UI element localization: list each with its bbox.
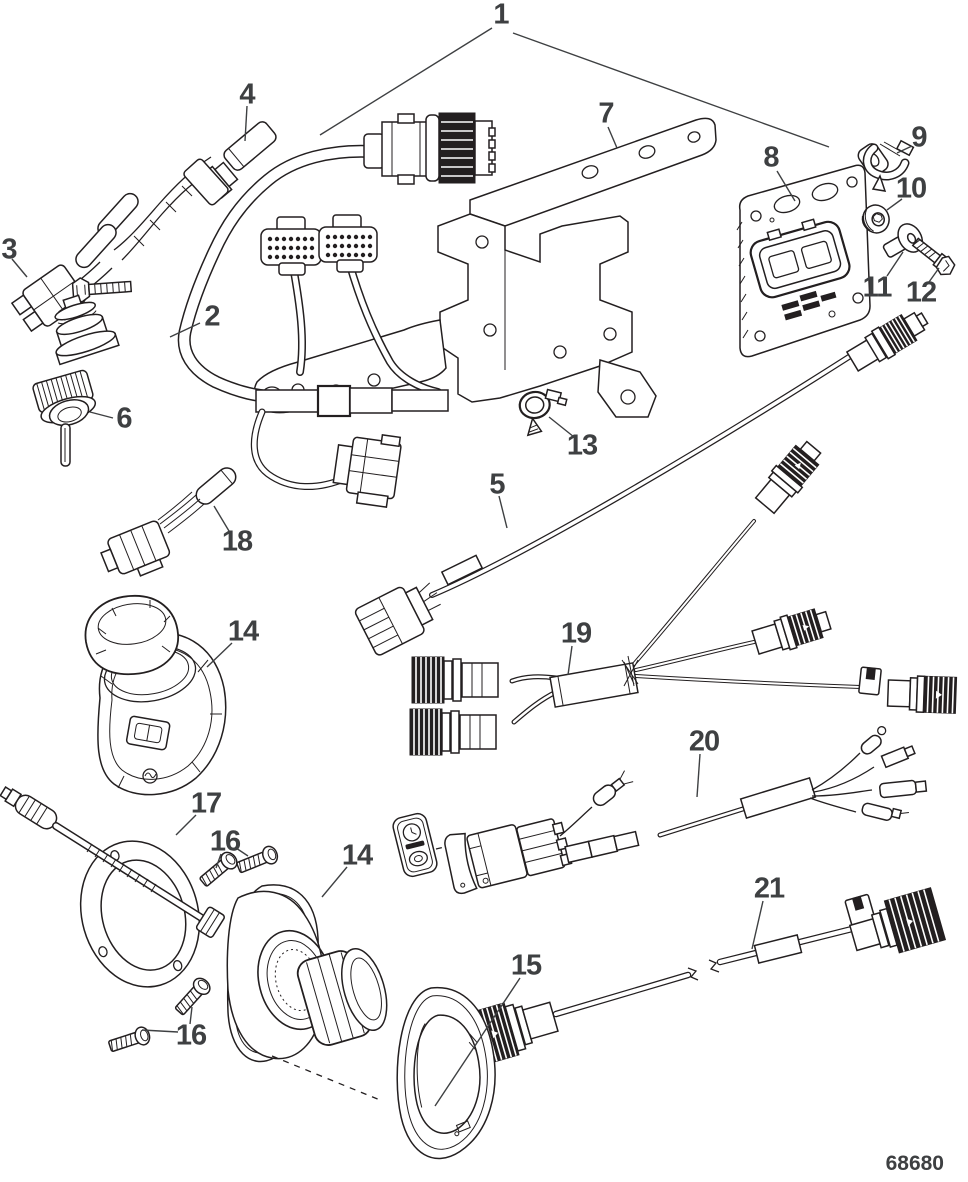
joystick-knob [296,947,388,1046]
part-joystick-side [0,786,388,1063]
estop-key-fob [392,812,438,878]
part-control-module [736,164,871,358]
part-screw-1 [199,851,238,887]
part-y-harness [409,440,958,756]
leader-line-15 [434,977,521,1107]
leader-line-9 [896,145,913,154]
main-harness-end-connector [332,434,402,508]
part-fuel-fitting [183,121,277,206]
leader-line-18 [213,505,230,532]
leader-line-8 [776,170,796,202]
leader-line-11 [886,251,904,277]
y-harness-connector-bottom-left [409,708,497,756]
y-harness-connector-middle [751,608,832,655]
part-cable-clamp [518,388,568,437]
part-key-switch-barrel [54,294,120,366]
part-main-harness [69,112,496,508]
figure-number: 68680 [885,1152,944,1175]
leader-line-3 [11,258,28,278]
part-data-harness [354,311,929,656]
module-connector [749,218,851,321]
leader-line-14 [206,642,233,668]
leader-line-2 [169,322,201,338]
y-harness-connector-upper [754,440,822,515]
extension-connector-left [472,1001,559,1065]
part-gasket [79,840,201,988]
part-extension-harness [472,887,947,1065]
leader-line-16 [235,847,249,857]
part-joystick-cover [396,986,496,1160]
leader-line-5 [498,495,508,529]
main-harness-multipin-connector-left [260,216,322,276]
part-harness-connector-3 [10,264,87,333]
leader-line-21 [751,900,764,950]
leader-line-4 [244,105,248,142]
leader-line-17 [175,814,197,836]
part-pigtail-lead [100,467,237,577]
leader-line-16 [141,1029,179,1033]
part-screw-4 [174,977,211,1016]
part-ignition-knob [32,369,97,467]
leader-line-1 [319,27,493,136]
data-harness-round-connector [845,311,929,372]
estop-connector [516,818,573,877]
part-flange-bolt [911,237,956,276]
main-harness-round-connector [363,112,496,185]
callout-leader-lines [11,27,940,1107]
leader-line-6 [89,411,114,419]
joystick-trim-button [125,715,171,751]
leader-line-12 [928,267,940,283]
y-harness-connector-right [886,675,958,714]
part-grommet [861,204,890,234]
part-mounting-bracket [253,117,717,418]
leader-line-19 [567,645,573,676]
leader-line-7 [607,126,618,149]
part-lanyard-stop-harness [392,726,928,895]
main-harness-sleeve [255,384,449,418]
part-hex-bolt [71,277,133,303]
leader-line-13 [548,416,575,438]
part-joystick-upright [84,595,227,796]
y-harness-connector-top-left [411,656,499,704]
part-p-clamp [857,139,915,192]
leader-line-14 [321,866,348,898]
data-harness-multipin-connector [354,582,441,656]
part-screw-2 [236,845,279,874]
leader-line-10 [886,198,903,211]
leader-line-1 [512,32,830,148]
extension-connector-right [848,887,947,954]
leader-line-16 [215,853,222,869]
assembly-dashed-line [271,1055,381,1101]
joystick-cable-connector [0,786,58,830]
part-screw-3 [108,1026,151,1052]
main-harness-multipin-connector-right [318,214,378,273]
leader-line-20 [696,753,701,798]
leader-line-16 [189,1006,193,1025]
